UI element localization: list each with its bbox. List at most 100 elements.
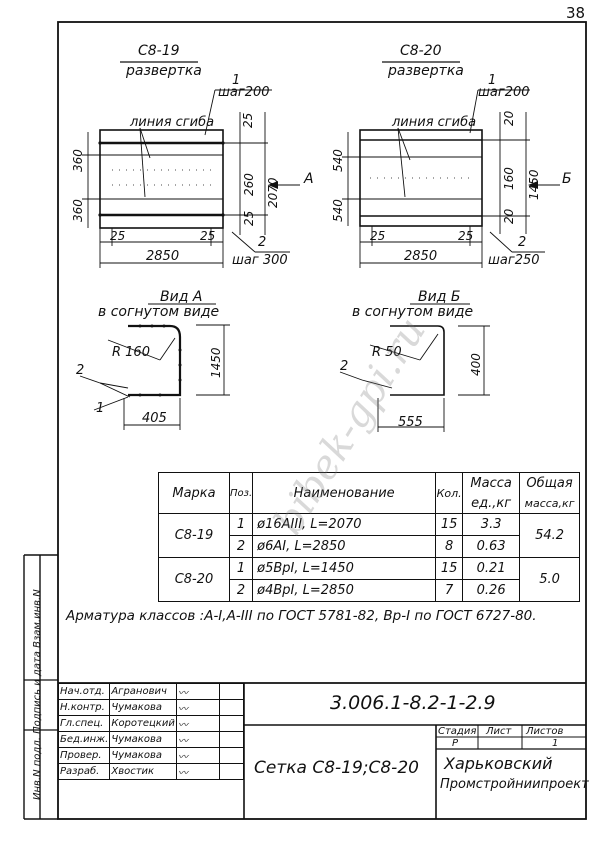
person-name: Чумакова bbox=[109, 747, 177, 764]
c820-step-bottom: шаг250 bbox=[488, 253, 540, 268]
c819-title: С8-19 bbox=[138, 43, 180, 59]
signature: 〰 bbox=[175, 763, 220, 780]
c820-pos2: 2 bbox=[518, 235, 527, 250]
c819-subtitle: развертка bbox=[126, 63, 202, 79]
reinforcement-note: Арматура классов :А-I,А-III по ГОСТ 5781… bbox=[66, 608, 537, 624]
row-pos: 2 bbox=[228, 535, 254, 558]
view-a-title: Вид А bbox=[160, 289, 203, 305]
table-row: Н.контр.Чумакова〰 bbox=[57, 699, 245, 716]
view-b-pos2: 2 bbox=[340, 359, 349, 374]
signature: 〰 bbox=[175, 699, 220, 716]
signatures-table: Нач.отд.Агранович〰 Н.контр.Чумакова〰 Гл.… bbox=[57, 683, 245, 780]
group-mark-c820: С8-20 bbox=[158, 557, 230, 602]
signature: 〰 bbox=[175, 683, 220, 700]
view-a-pos1: 1 bbox=[96, 401, 105, 416]
group-mark-c819: С8-19 bbox=[158, 513, 230, 558]
table-row: Бед.инж.Чумакова〰 bbox=[57, 731, 245, 748]
stage-value: Р bbox=[452, 738, 459, 749]
signature: 〰 bbox=[175, 715, 220, 732]
view-b-width: 555 bbox=[398, 415, 423, 430]
c820-view-arrow-label: Б bbox=[562, 171, 572, 187]
view-a-radius: R 160 bbox=[112, 345, 150, 360]
date-cell bbox=[218, 683, 245, 700]
row-name: ø4ВрI, L=2850 bbox=[252, 579, 437, 602]
group-total-c820: 5.0 bbox=[519, 557, 580, 602]
person-name: Хвостик bbox=[109, 763, 177, 780]
c819-dim-25-left: 25 bbox=[110, 229, 126, 243]
table-row: 2 ø4ВрI, L=2850 7 0.26 bbox=[159, 579, 580, 602]
document-code: 3.006.1-8.2-1-2.9 bbox=[330, 692, 496, 714]
role: Гл.спец. bbox=[57, 715, 111, 732]
c820-pos1: 1 bbox=[488, 73, 497, 88]
c819-step-bottom: шаг 300 bbox=[232, 253, 288, 268]
table-row: С8-20 1 ø5ВрI, L=1450 15 0.21 5.0 bbox=[158, 557, 580, 602]
c820-dim-2850: 2850 bbox=[404, 249, 438, 264]
c819-pos1: 1 bbox=[232, 73, 241, 88]
role: Бед.инж. bbox=[57, 731, 111, 748]
date-cell bbox=[218, 715, 245, 732]
header-mass-total-1: Общая bbox=[519, 472, 580, 493]
organization-line-1: Харьковский bbox=[444, 754, 553, 773]
date-cell bbox=[218, 699, 245, 716]
row-mass: 0.21 bbox=[462, 557, 521, 580]
date-cell bbox=[218, 763, 245, 780]
c820-dim-25-left: 25 bbox=[370, 229, 386, 243]
view-b-subtitle: в согнутом виде bbox=[352, 304, 474, 320]
view-b-radius: R 50 bbox=[372, 345, 402, 360]
header-mass-unit-1: Масса bbox=[462, 472, 521, 493]
c819-dim-2850: 2850 bbox=[146, 249, 180, 264]
role: Н.контр. bbox=[57, 699, 111, 716]
c819-pos2: 2 bbox=[258, 235, 267, 250]
table-row: Гл.спец.Коротецкий〰 bbox=[57, 715, 245, 732]
sheets-value: 1 bbox=[552, 738, 559, 749]
c820-bend-label: линия сгиба bbox=[392, 115, 477, 130]
view-a-width: 405 bbox=[142, 411, 167, 426]
specification-table: Марка Поз. Наименование Кол. Масса Общая… bbox=[158, 472, 580, 602]
header-pos: Поз. bbox=[228, 472, 254, 514]
signature: 〰 bbox=[175, 731, 220, 748]
row-mass: 0.26 bbox=[462, 579, 521, 602]
row-pos: 2 bbox=[228, 579, 254, 602]
header-mass-total-2: масса,кг bbox=[519, 493, 580, 514]
role: Нач.отд. bbox=[57, 683, 111, 700]
signature: 〰 bbox=[175, 747, 220, 764]
row-mass: 3.3 bbox=[462, 513, 521, 536]
table-row: Нач.отд.Агранович〰 bbox=[57, 683, 245, 700]
c819-step-top: шаг200 bbox=[218, 85, 270, 100]
c820-dim-25-right: 25 bbox=[458, 229, 474, 243]
person-name: Чумакова bbox=[109, 731, 177, 748]
table-row: Провер.Чумакова〰 bbox=[57, 747, 245, 764]
c819-view-arrow-label: А bbox=[304, 171, 314, 187]
row-name: ø16АIII, L=2070 bbox=[252, 513, 437, 536]
col-sheets: Листов bbox=[526, 726, 564, 737]
c819-dim-25-right: 25 bbox=[200, 229, 216, 243]
col-stage: Стадия bbox=[438, 726, 477, 737]
row-qty: 15 bbox=[435, 557, 464, 580]
person-name: Чумакова bbox=[109, 699, 177, 716]
c820-step-top: шаг200 bbox=[478, 85, 530, 100]
page-number: 38 bbox=[566, 4, 586, 22]
col-sheet: Лист bbox=[486, 726, 512, 737]
view-a-subtitle: в согнутом виде bbox=[98, 304, 220, 320]
person-name: Коротецкий bbox=[109, 715, 177, 732]
view-a-pos2: 2 bbox=[76, 363, 85, 378]
row-qty: 15 bbox=[435, 513, 464, 536]
role: Провер. bbox=[57, 747, 111, 764]
c820-subtitle: развертка bbox=[388, 63, 464, 79]
row-name: ø6АI, L=2850 bbox=[252, 535, 437, 558]
table-row: Разраб.Хвостик〰 bbox=[57, 763, 245, 780]
organization-line-2: Промстройниипроект bbox=[440, 777, 589, 792]
person-name: Агранович bbox=[109, 683, 177, 700]
table-row: С8-19 1 ø16АIII, L=2070 15 3.3 54.2 bbox=[158, 513, 580, 558]
c820-title: С8-20 bbox=[400, 43, 442, 59]
c819-bend-label: линия сгиба bbox=[130, 115, 215, 130]
role: Разраб. bbox=[57, 763, 111, 780]
sheet-title: Сетка С8-19;С8-20 bbox=[254, 758, 419, 778]
header-name: Наименование bbox=[252, 472, 437, 514]
date-cell bbox=[218, 731, 245, 748]
